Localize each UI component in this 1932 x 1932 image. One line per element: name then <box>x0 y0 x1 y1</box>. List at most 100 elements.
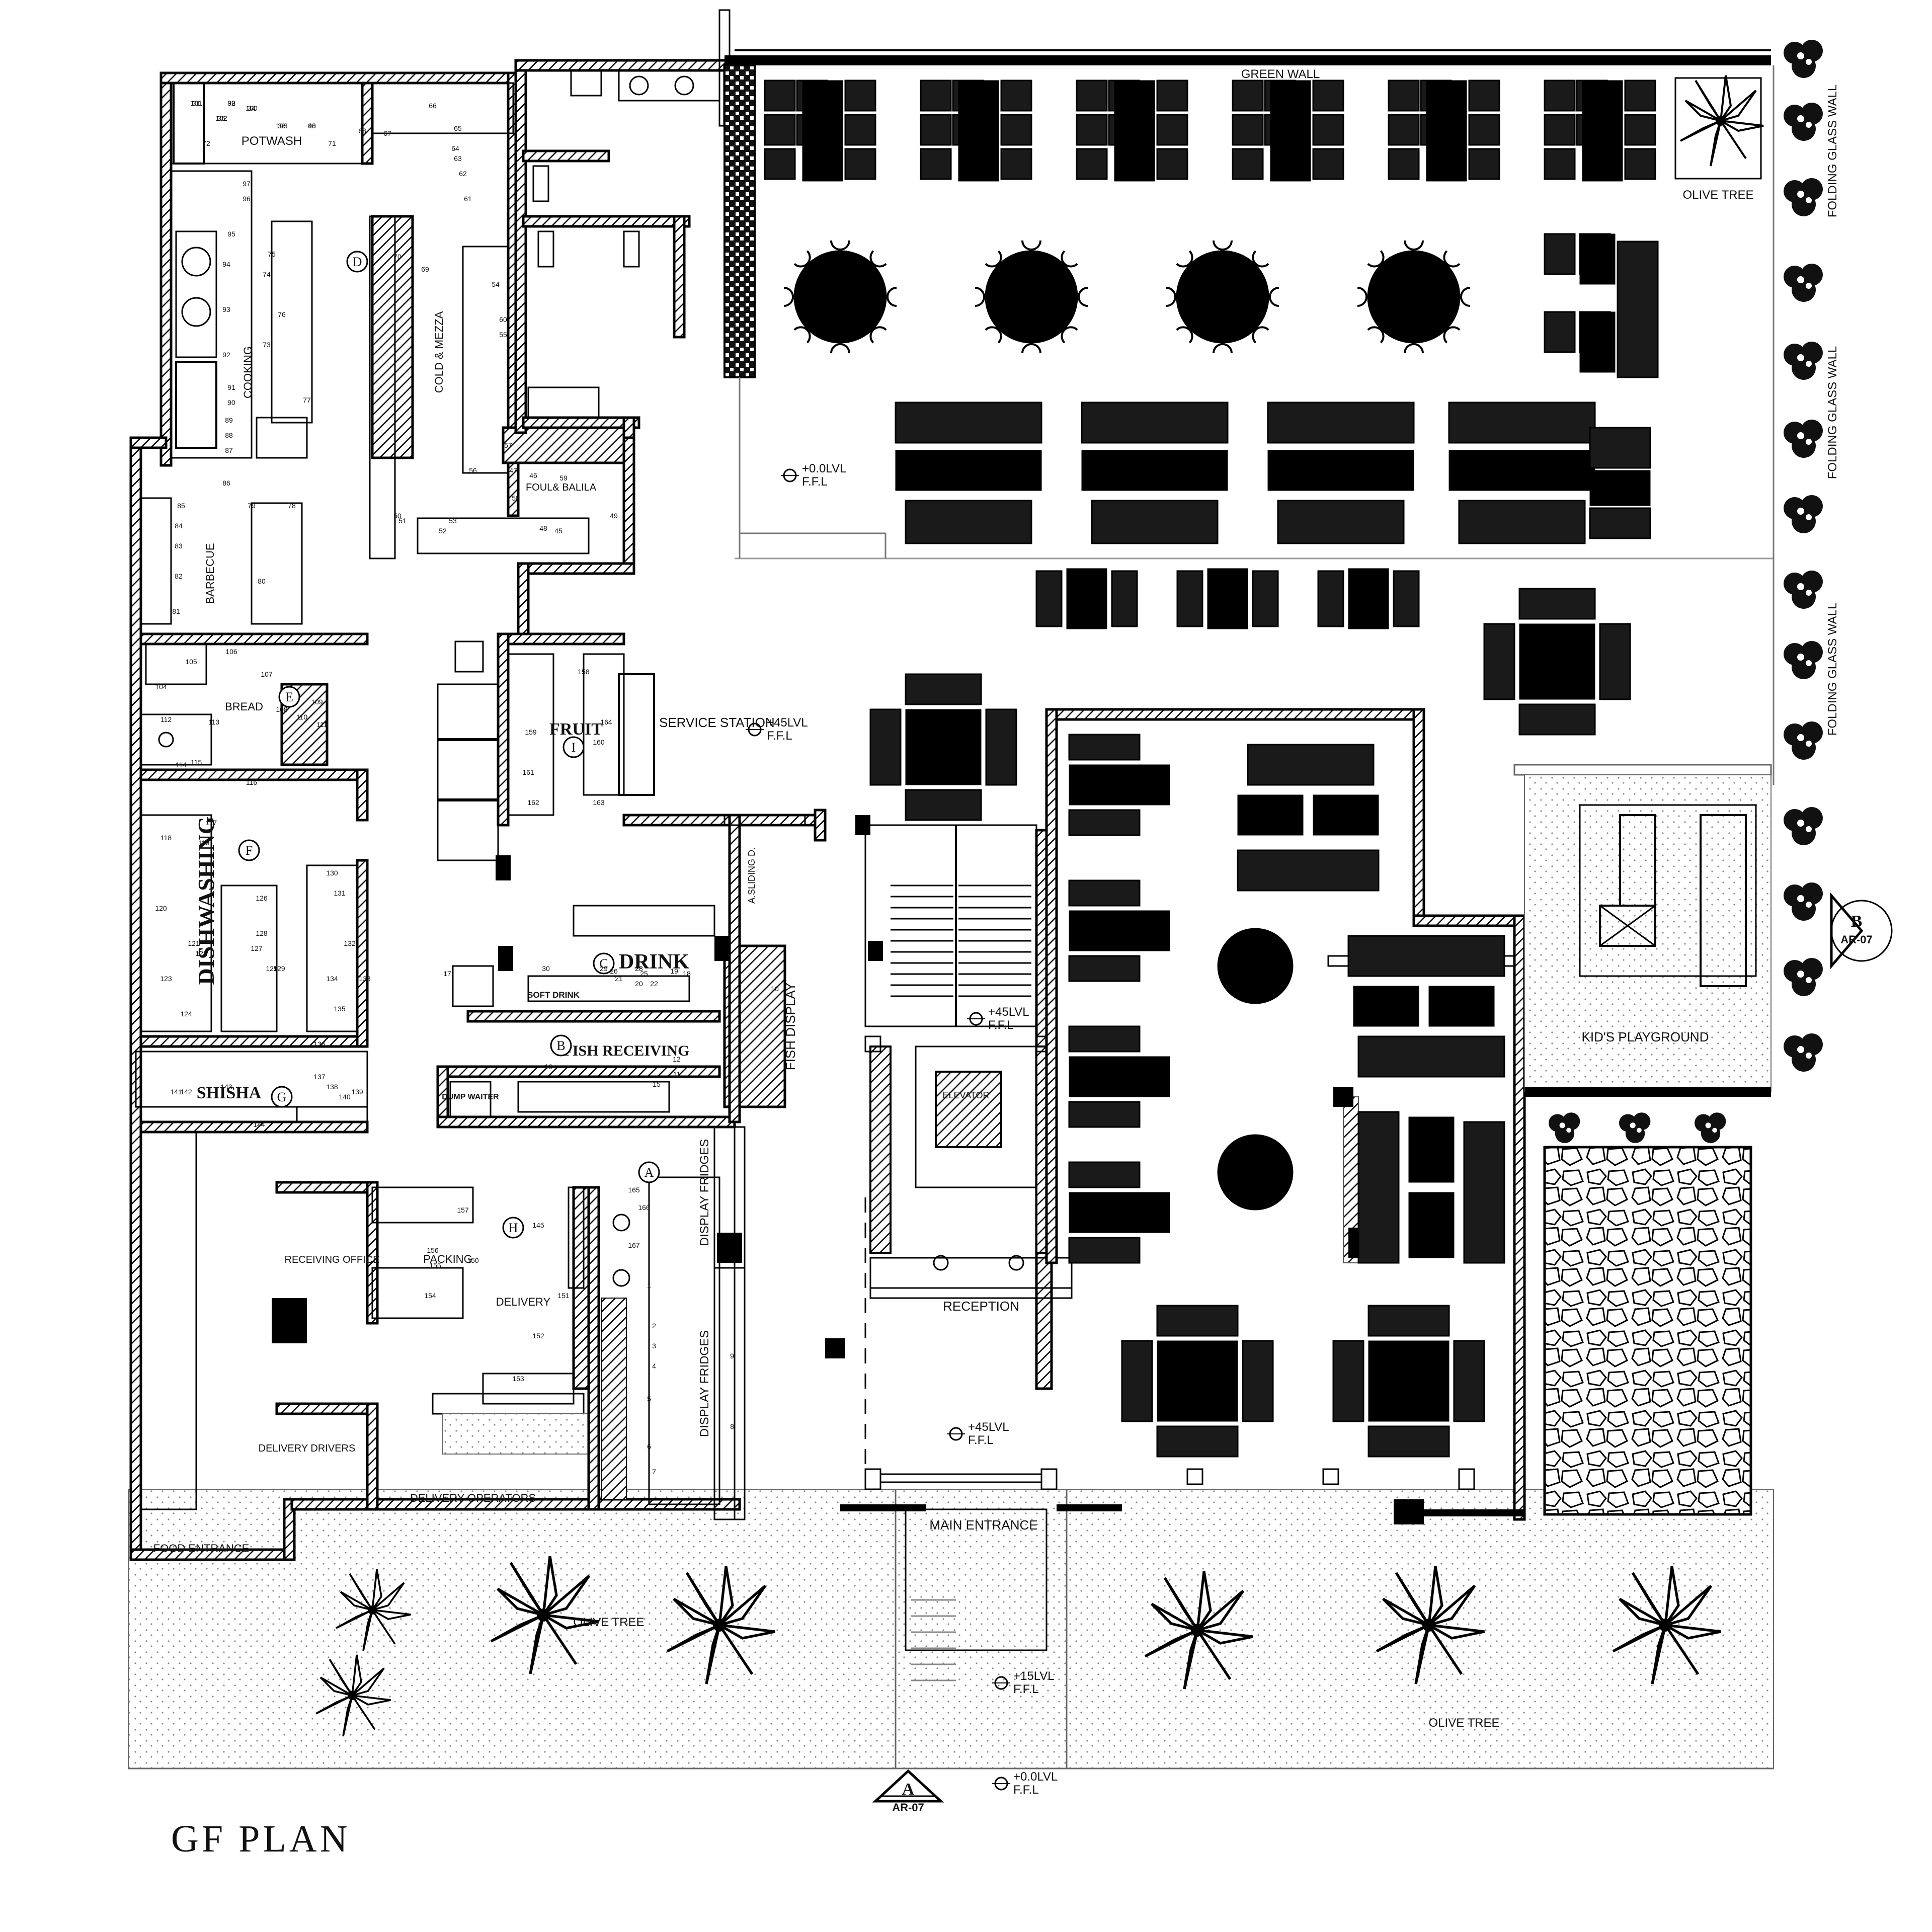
equipment-number: 84 <box>175 522 183 530</box>
equipment-number: 125 <box>266 964 278 973</box>
equipment-number: 1 <box>647 1281 651 1290</box>
equipment-number: 141 <box>170 1088 182 1096</box>
equipment-number: 102 <box>215 114 227 122</box>
equipment-number: 109 <box>311 698 323 706</box>
table <box>1157 1340 1238 1422</box>
level-value: +45LVL <box>988 1005 1029 1019</box>
level-ffl: F.F.L <box>968 1433 994 1447</box>
hall-seating <box>1068 734 1505 1458</box>
equipment-number: 111 <box>316 720 327 729</box>
table <box>1428 986 1495 1027</box>
label-elevator: ELEVATOR <box>942 1090 989 1100</box>
equipment-number: 164 <box>600 718 612 726</box>
table <box>1069 1192 1170 1233</box>
chair <box>1460 287 1471 307</box>
table <box>958 80 999 182</box>
equipment-number: 151 <box>557 1292 570 1300</box>
level-value: +0.0LVL <box>802 462 846 475</box>
chair <box>1312 79 1344 112</box>
table <box>1207 568 1248 629</box>
chair <box>1312 148 1344 180</box>
equipment-number: 21 <box>615 975 623 983</box>
chair <box>869 250 887 268</box>
label-main-entrance: MAIN ENTRANCE <box>929 1517 1037 1533</box>
level-ffl: F.F.L <box>802 475 828 489</box>
label-potwash: POTWASH <box>242 134 302 148</box>
equipment-number: 161 <box>522 768 534 776</box>
equipment-number: 29 <box>600 964 608 973</box>
equipment-number: 28 <box>635 964 643 973</box>
equipment-number: 61 <box>464 195 472 203</box>
equipment-number: 154 <box>424 1292 436 1300</box>
shrub <box>1784 641 1823 679</box>
shrub <box>1784 807 1823 845</box>
sofa <box>1091 500 1219 544</box>
equipment-number: 64 <box>451 144 459 152</box>
equipment-number: 113 <box>208 718 220 726</box>
equipment-number: 5 <box>647 1395 651 1403</box>
chair <box>1252 250 1269 268</box>
equipment-number: 22 <box>650 980 658 988</box>
chair <box>844 148 876 180</box>
equipment-number: 86 <box>222 479 230 487</box>
shrub <box>1695 1112 1726 1143</box>
sofa <box>1277 500 1405 544</box>
equipment-number: 115 <box>191 758 202 766</box>
table <box>1408 1116 1455 1183</box>
chair <box>1544 148 1576 180</box>
chair <box>1068 809 1141 836</box>
chair <box>1076 114 1108 146</box>
section-b-letter: B <box>1851 912 1863 931</box>
equipment-number: 100 <box>246 104 258 112</box>
chair <box>1232 148 1264 180</box>
zone-marker-letter: F <box>246 843 253 858</box>
sofa <box>1156 1425 1239 1458</box>
equipment-number: 72 <box>202 139 210 147</box>
label-cooking: COOKING <box>242 346 254 398</box>
equipment-number: 73 <box>263 341 271 349</box>
zone-marker-letter: C <box>599 956 608 971</box>
equipment-number: 116 <box>246 778 258 786</box>
label-olive-tree-right: OLIVE TREE <box>1429 1716 1500 1730</box>
chair <box>793 250 811 268</box>
sofa <box>905 500 1032 544</box>
chair <box>1176 326 1193 344</box>
chair <box>844 114 876 146</box>
equipment-number: 8 <box>730 1422 734 1430</box>
equipment-number: 145 <box>532 1221 544 1229</box>
equipment-number: 48 <box>539 524 547 532</box>
label-folding-glass-wall-1: FOLDING GLASS WALL <box>1826 85 1839 218</box>
shrub <box>1619 1112 1651 1143</box>
label-foul-balila: FOUL& BALILA <box>526 482 597 493</box>
zone-marker-letter: G <box>277 1090 287 1104</box>
equipment-number: 82 <box>175 572 183 580</box>
equipment-number: 143 <box>220 1083 232 1091</box>
chair <box>1111 570 1138 627</box>
page-title: GF PLAN <box>171 1818 351 1860</box>
chair <box>1404 240 1424 251</box>
label-shisha: SHISHA <box>197 1084 262 1102</box>
equipment-number: 74 <box>263 270 271 278</box>
level-ffl: F.F.L <box>767 729 792 743</box>
chair <box>1269 287 1279 307</box>
equipment-number: 157 <box>457 1206 469 1214</box>
equipment-number: 32 <box>227 99 235 107</box>
chair <box>1232 79 1264 112</box>
table <box>1353 986 1419 1027</box>
chair <box>1213 240 1233 251</box>
level-value: +45LVL <box>968 1420 1009 1434</box>
chair <box>1021 240 1041 251</box>
chair <box>1166 287 1176 307</box>
equipment-number: 56 <box>469 466 477 474</box>
chair <box>1624 79 1656 112</box>
chair <box>985 250 1002 268</box>
label-sliding-door: A.SLIDING D. <box>747 847 757 904</box>
chair <box>1000 79 1032 112</box>
table <box>1069 910 1170 951</box>
label-packing: PACKING <box>423 1253 472 1265</box>
terrace <box>725 49 1775 785</box>
chair <box>1068 734 1141 761</box>
equipment-number: 83 <box>175 542 183 550</box>
